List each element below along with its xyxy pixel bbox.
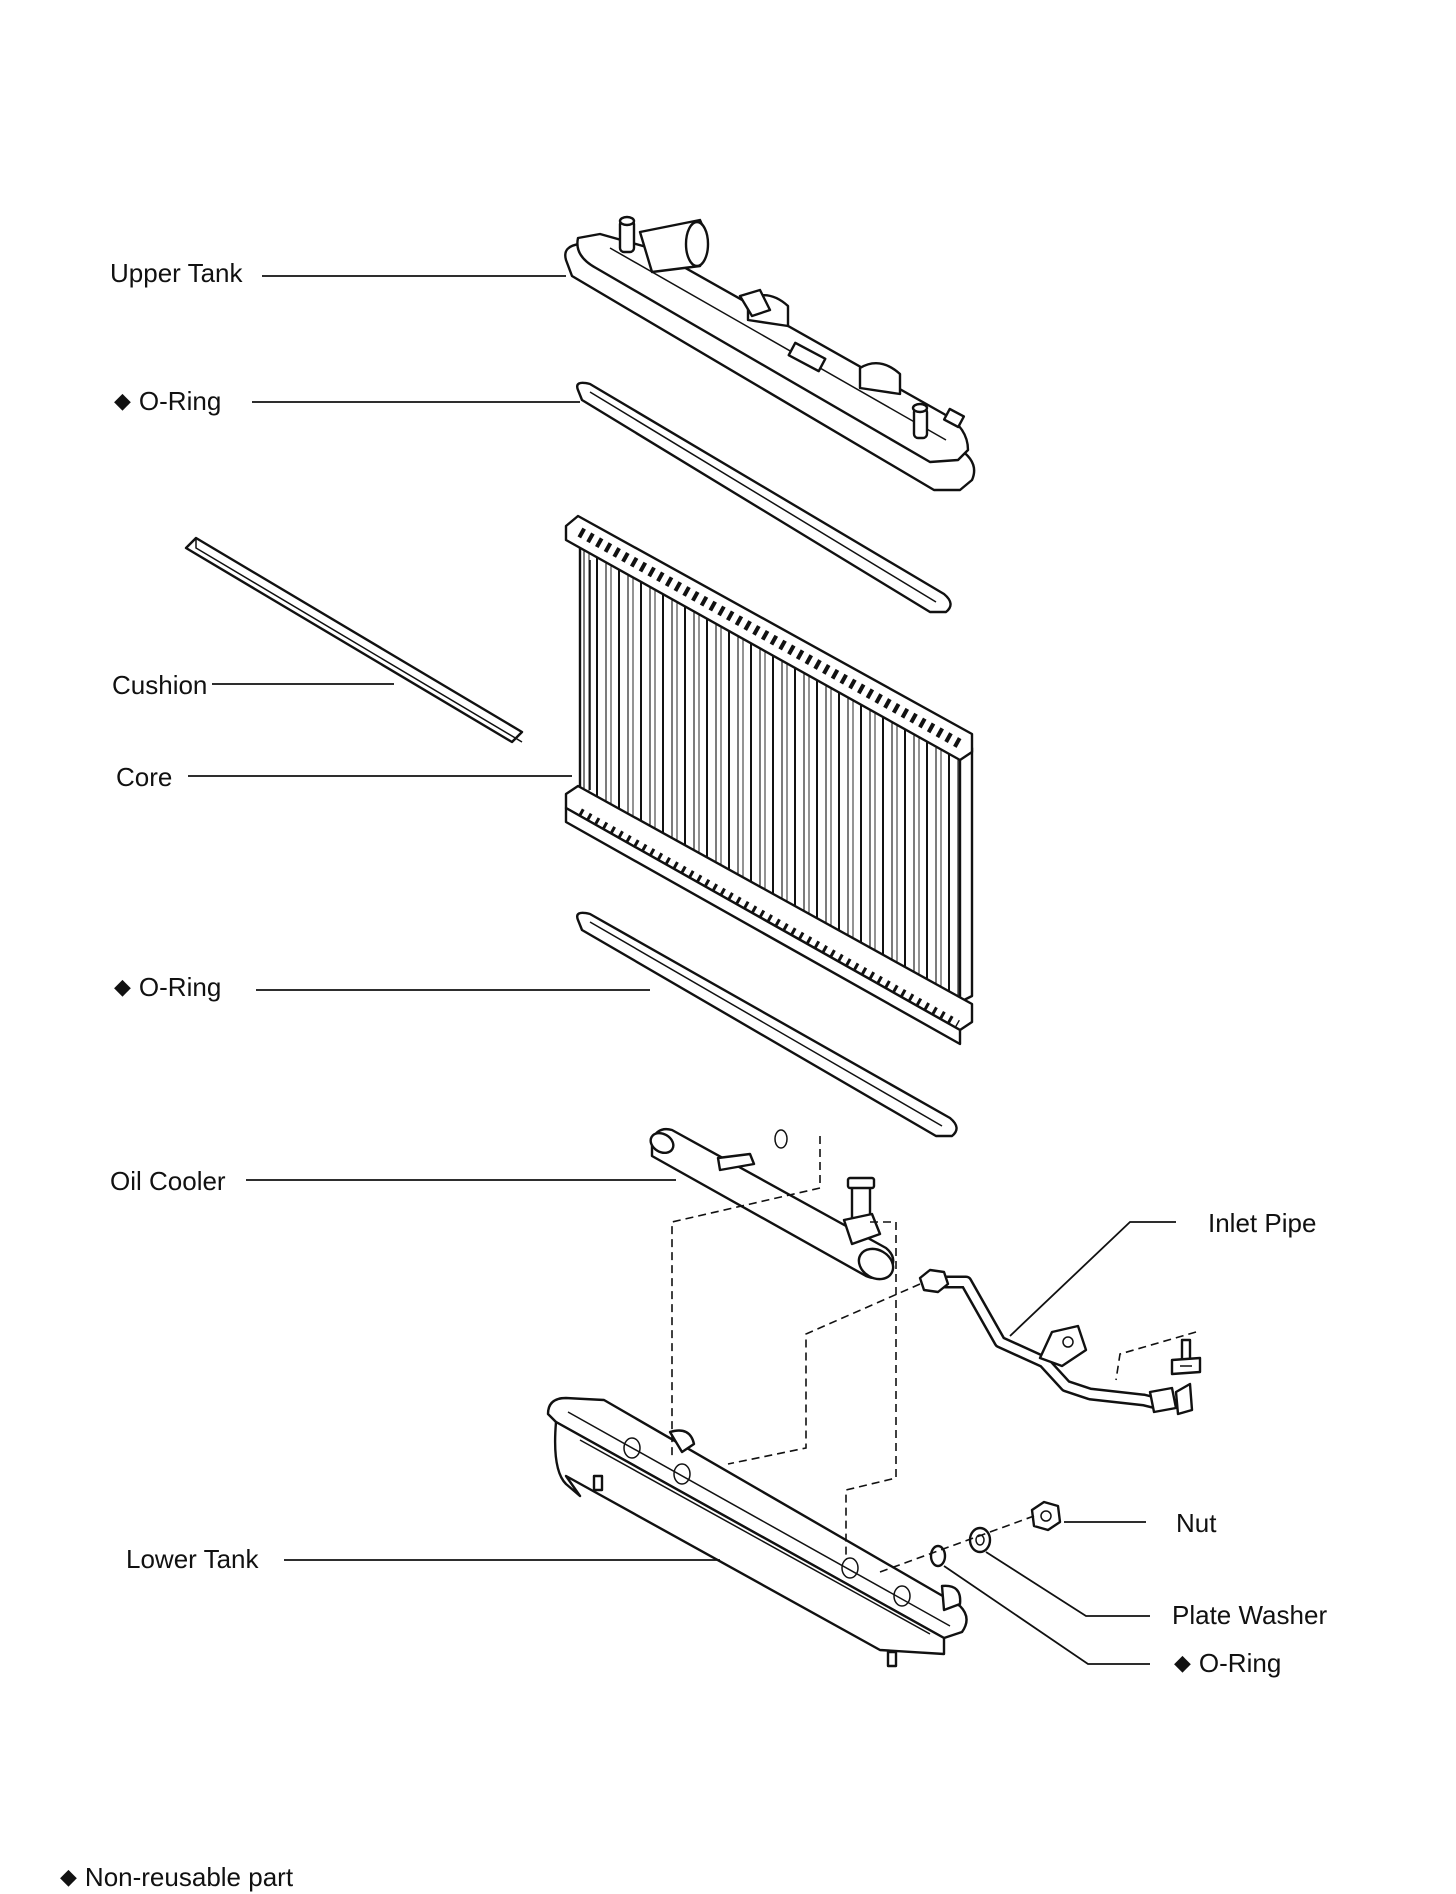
o-ring-upper-gasket [576, 381, 952, 614]
non-reusable-diamond-icon: ◆ [1174, 1650, 1191, 1675]
label-inlet-pipe: Inlet Pipe [1208, 1208, 1316, 1238]
label-oil-cooler: Oil Cooler [110, 1166, 226, 1196]
upper-tank [564, 215, 976, 492]
o-ring-lower-gasket [576, 911, 958, 1138]
lower-tank [546, 1396, 968, 1668]
label-core-text: Core [116, 762, 173, 792]
inlet-pipe [918, 1268, 1202, 1416]
label-o-ring-lower-text: O-Ring [138, 972, 222, 1002]
label-cushion-text: Cushion [112, 670, 208, 700]
label-o-ring-lower: ◆ O-Ring [114, 972, 221, 1004]
label-lower-tank-text: Lower Tank [126, 1544, 259, 1574]
assembly-dashed-lines [671, 1136, 1197, 1573]
label-oil-cooler-text: Oil Cooler [110, 1166, 226, 1196]
label-nut: Nut [1176, 1508, 1216, 1538]
label-lower-tank: Lower Tank [126, 1544, 259, 1574]
label-plate-washer: Plate Washer [1172, 1600, 1327, 1630]
o-ring-small [929, 1544, 947, 1568]
cushion-strip [184, 536, 524, 744]
nut [1030, 1500, 1062, 1532]
label-plate-washer-text: Plate Washer [1172, 1600, 1328, 1630]
legend-text: Non-reusable part [84, 1862, 294, 1892]
oil-cooler [649, 1127, 895, 1281]
non-reusable-diamond-icon: ◆ [114, 974, 131, 999]
radiator-core [564, 514, 974, 1046]
non-reusable-diamond-icon: ◆ [114, 388, 131, 413]
legend: ◆ Non-reusable part [60, 1862, 293, 1894]
non-reusable-diamond-icon: ◆ [60, 1864, 77, 1889]
label-o-ring-small: ◆ O-Ring [1174, 1648, 1281, 1680]
label-upper-tank-text: Upper Tank [110, 258, 243, 288]
label-inlet-pipe-text: Inlet Pipe [1208, 1208, 1317, 1238]
label-nut-text: Nut [1176, 1508, 1217, 1538]
label-upper-tank: Upper Tank [110, 258, 243, 288]
leader-lines [188, 275, 1176, 1665]
plate-washer [968, 1526, 992, 1554]
label-o-ring-upper-text: O-Ring [138, 386, 222, 416]
label-cushion: Cushion [112, 670, 207, 700]
label-o-ring-small-text: O-Ring [1198, 1648, 1282, 1678]
label-o-ring-upper: ◆ O-Ring [114, 386, 221, 418]
label-core: Core [116, 762, 172, 792]
